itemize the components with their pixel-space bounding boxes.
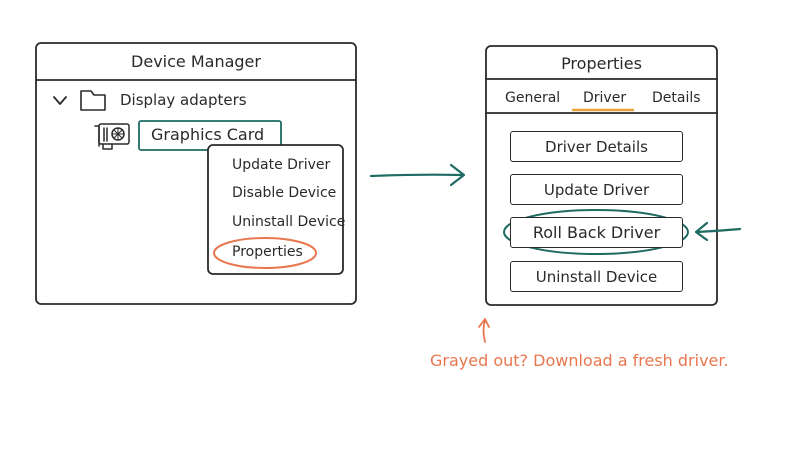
menu-item-properties[interactable]: Properties (232, 244, 303, 260)
graphics-card-icon (94, 123, 130, 150)
update-driver-button[interactable]: Update Driver (510, 174, 683, 205)
folder-icon (80, 90, 106, 111)
uninstall-device-button[interactable]: Uninstall Device (510, 261, 683, 292)
chevron-down-icon[interactable] (53, 96, 67, 105)
properties-title: Properties (561, 54, 642, 73)
tree-item-graphics-card[interactable]: Graphics Card (151, 125, 265, 144)
arrow-up-icon (478, 318, 490, 343)
tree-item-display-adapters[interactable]: Display adapters (120, 91, 247, 109)
roll-back-highlight-circle (503, 209, 689, 255)
menu-item-uninstall-device[interactable]: Uninstall Device (232, 214, 346, 230)
annotation-note: Grayed out? Download a fresh driver. (430, 351, 729, 370)
device-manager-title: Device Manager (131, 52, 261, 71)
tab-general[interactable]: General (505, 90, 561, 106)
menu-item-update-driver[interactable]: Update Driver (232, 157, 331, 173)
menu-item-disable-device[interactable]: Disable Device (232, 185, 337, 201)
arrow-left-icon (694, 221, 742, 242)
tab-driver[interactable]: Driver (583, 90, 627, 106)
tab-details[interactable]: Details (652, 90, 701, 106)
properties-highlight-circle (213, 237, 317, 269)
arrow-right-icon (369, 163, 466, 187)
driver-details-button[interactable]: Driver Details (510, 131, 683, 162)
context-menu-box (207, 144, 344, 275)
roll-back-driver-button[interactable]: Roll Back Driver (510, 217, 683, 248)
